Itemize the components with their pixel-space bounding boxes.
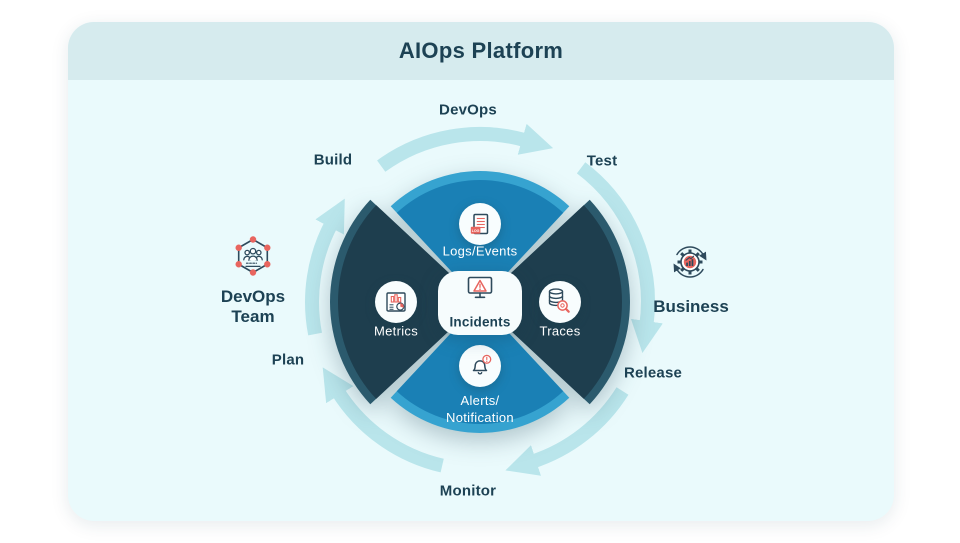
cycle-label-monitor: Monitor — [439, 482, 497, 500]
business-label: Business — [653, 297, 729, 316]
quadrant-label-metrics: Metrics — [374, 323, 418, 339]
devops-team-line1: DevOps — [220, 287, 286, 306]
bell-notification-icon — [472, 354, 492, 375]
cycle-arrows — [305, 123, 663, 476]
network-team-hexagon-icon — [235, 236, 271, 276]
database-search-icon — [548, 288, 570, 313]
quadrant-label-traces: Traces — [539, 323, 581, 339]
arrow-release-to-monitor — [505, 387, 629, 476]
devops-team-label: DevOps Team — [193, 287, 313, 327]
alerts-line2: Notification — [446, 410, 514, 425]
arrow-plan-to-build — [305, 198, 345, 336]
cycle-label-plan: Plan — [271, 351, 305, 369]
log-badge-text: LOG — [472, 229, 480, 233]
arrow-monitor-to-plan — [322, 367, 444, 473]
center-node — [438, 271, 522, 335]
devops-team-line2: Team — [231, 307, 275, 326]
arrow-test-to-release — [576, 162, 663, 353]
page-title: AIOps Platform — [398, 38, 564, 63]
arrow-build-to-test — [377, 123, 554, 172]
card: AIOps Platform — [68, 22, 894, 521]
cycle-label-build: Build — [313, 151, 353, 169]
log-document-icon: LOG — [470, 213, 489, 235]
incidents-panel — [438, 271, 522, 335]
cycle-label-devops: DevOps — [439, 101, 497, 119]
monitor-alert-icon — [467, 276, 493, 299]
cycle-label-test: Test — [586, 152, 618, 170]
report-chart-icon — [386, 292, 406, 312]
incidents-label: Incidents — [449, 314, 511, 330]
quadrant-label-logs: Logs/Events — [442, 243, 518, 259]
cycle-label-release: Release — [623, 364, 683, 382]
quadrant-label-alerts: Alerts/ Notification — [415, 392, 545, 426]
gear-growth-chart-icon — [673, 246, 707, 278]
card-header: AIOps Platform — [68, 22, 894, 80]
alerts-line1: Alerts/ — [460, 393, 500, 408]
